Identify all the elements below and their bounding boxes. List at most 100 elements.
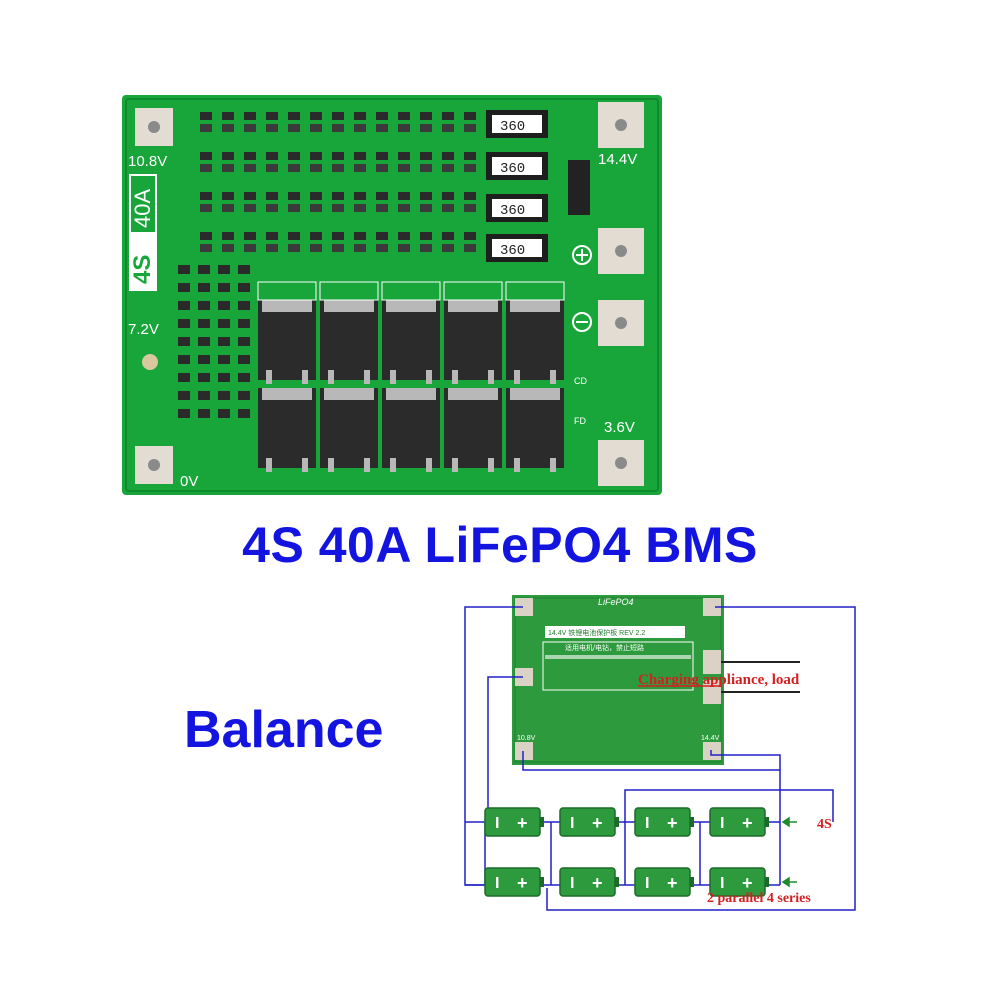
smd-part [218,373,230,382]
battery-cell [559,867,616,897]
smd-part [288,152,300,160]
smd-part [244,164,256,172]
mini-board-name: LiFePO4 [598,597,634,607]
smd-part [310,192,322,200]
mosfet-pin [390,370,396,384]
smd-part [420,164,432,172]
label-14v4: 14.4V [598,151,637,168]
pad-14v4 [598,102,644,148]
smd-part [288,244,300,252]
smd-part [238,283,250,292]
mosfet-pin [452,370,458,384]
mounting-pad-top-left [135,108,173,146]
smd-part [200,232,212,240]
smd-part [420,112,432,120]
mosfet [258,388,316,468]
smd-part [222,164,234,172]
label-cd: CD [574,376,587,386]
mosfet [382,388,440,468]
smd-part [238,409,250,418]
smd-part [266,112,278,120]
smd-part [198,409,210,418]
mosfet-pin [426,458,432,472]
pad-3v6 [598,440,644,486]
smd-part [266,204,278,212]
smd-part [420,152,432,160]
smd-part [354,152,366,160]
battery-pack: I+I+I+I+I+I+I+I+ [484,807,769,897]
smd-part [310,152,322,160]
smd-part [198,265,210,274]
battery-terminal [690,877,694,887]
smd-part [244,124,256,132]
smd-part [238,319,250,328]
smd-part [218,391,230,400]
battery-plus-label: + [592,873,603,893]
smd-part [198,373,210,382]
battery-terminal [765,877,769,887]
smd-part [266,244,278,252]
smd-part [442,124,454,132]
mosfet [258,300,316,380]
mosfet-outline [505,281,565,301]
mosfet-pin [302,458,308,472]
smd-part [376,112,388,120]
smd-part [266,124,278,132]
label-3v6: 3.6V [604,419,635,436]
battery-plus-label: + [667,873,678,893]
battery-cell [484,807,541,837]
balance-label: Balance [184,701,384,759]
smd-part [398,244,410,252]
smd-part [200,112,212,120]
battery-cell [559,807,616,837]
mosfet [444,300,502,380]
smd-part [178,301,190,310]
battery-terminal [615,877,619,887]
smd-part [244,244,256,252]
smd-part [464,232,476,240]
smd-part [288,204,300,212]
mini-board [512,595,724,765]
mosfet-pin [302,370,308,384]
mosfet-pin [426,370,432,384]
mosfet [382,300,440,380]
battery-terminal [690,817,694,827]
smd-part [442,152,454,160]
smd-part [398,204,410,212]
mosfet-pin [266,370,272,384]
smd-part [218,301,230,310]
smd-part [354,124,366,132]
smd-part [198,319,210,328]
smd-part [398,192,410,200]
battery-minus-label: I [645,875,649,892]
series-label: 4S [817,817,832,832]
smd-part [332,192,344,200]
smd-part [238,337,250,346]
mosfet-pin [452,458,458,472]
smd-part [420,204,432,212]
smd-part [238,301,250,310]
smd-part [420,232,432,240]
smd-part [310,232,322,240]
smd-part [200,152,212,160]
battery-plus-label: + [592,813,603,833]
smd-part [376,192,388,200]
smd-part [288,112,300,120]
smd-part [398,124,410,132]
smd-part [218,355,230,364]
sense-resistor-label-bg [492,239,542,257]
smd-part [178,409,190,418]
battery-cell [634,867,691,897]
minus-symbol [572,312,592,332]
smd-part [266,192,278,200]
smd-part [398,232,410,240]
smd-part [198,301,210,310]
smd-part [354,192,366,200]
smd-part [398,164,410,172]
smd-part [266,164,278,172]
smd-part [198,391,210,400]
smd-part [222,232,234,240]
smd-part [218,265,230,274]
sense-resistor-label: 360 [500,119,525,135]
smd-part [238,391,250,400]
